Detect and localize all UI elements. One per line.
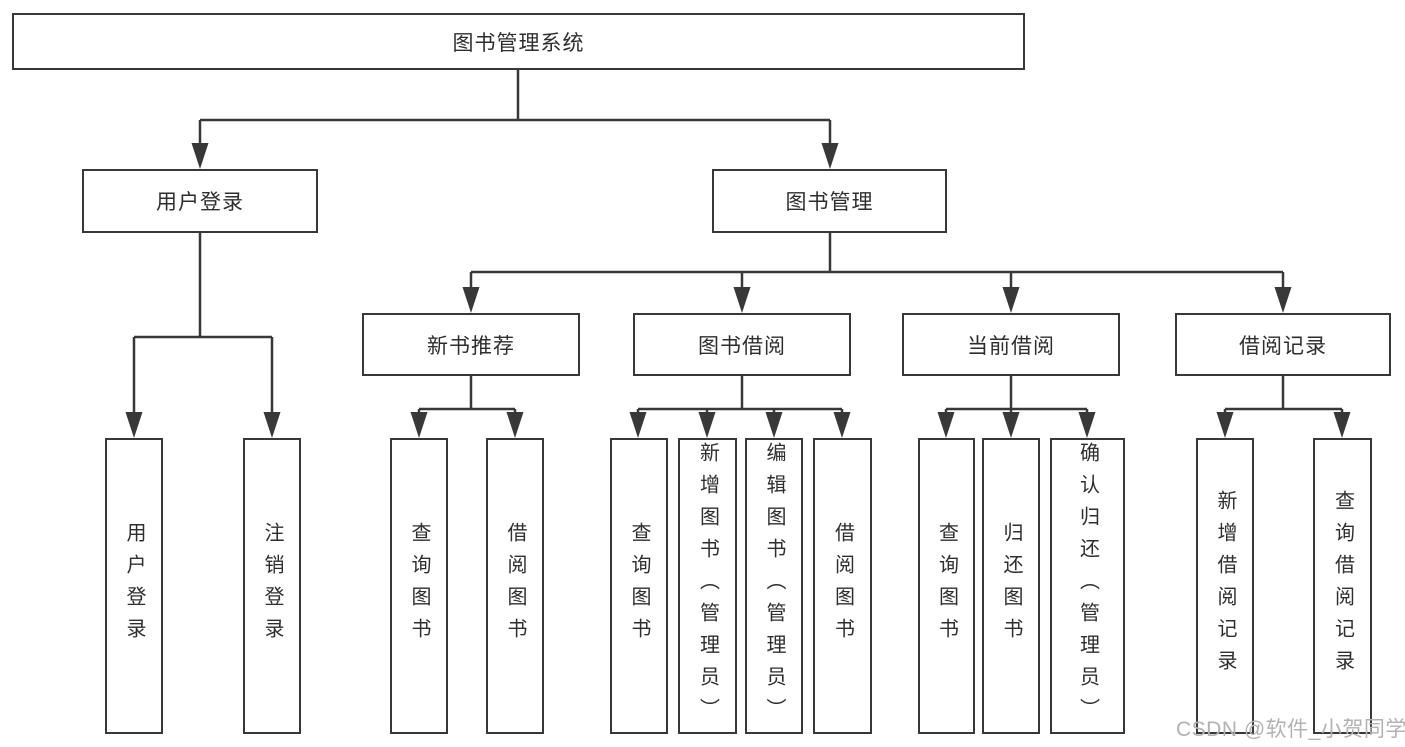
node-borrow-records: 借阅记录 (1175, 313, 1391, 376)
leaf-user-login: 用户登录 (105, 438, 163, 734)
node-label: 注销登录 (261, 522, 283, 650)
node-label: 查询图书 (408, 522, 430, 650)
node-label: 查询图书 (935, 522, 958, 650)
leaf-query-borrow-record: 查询借阅记录 (1313, 438, 1372, 734)
leaf-logout: 注销登录 (243, 438, 301, 734)
node-label: 当前借阅 (967, 334, 1055, 358)
leaf-query-books-current: 查询图书 (918, 438, 975, 734)
node-label: 查询借阅记录 (1331, 490, 1354, 682)
node-label: 图书借阅 (698, 334, 786, 358)
node-label: 新增图书（管理员） (696, 442, 719, 730)
node-label: 图书管理 (785, 191, 874, 214)
leaf-return-book: 归还图书 (982, 438, 1040, 734)
leaf-add-borrow-record: 新增借阅记录 (1196, 438, 1254, 734)
leaf-query-books-borrow: 查询图书 (610, 438, 668, 734)
arrowheads (125, 143, 1351, 438)
node-label: 新增借阅记录 (1214, 490, 1236, 682)
node-label: 归还图书 (1000, 522, 1022, 650)
node-library-management-system: 图书管理系统 (12, 13, 1025, 70)
node-label: 用户登录 (123, 522, 145, 650)
node-user-login: 用户登录 (82, 169, 318, 233)
node-label: 确认归还（管理员） (1076, 442, 1099, 730)
node-label: 用户登录 (156, 191, 244, 214)
node-label: 图书管理系统 (452, 31, 585, 55)
leaf-borrow-books-recommend: 借阅图书 (486, 438, 544, 734)
node-label: 编辑图书（管理员） (763, 442, 785, 730)
node-book-management: 图书管理 (712, 169, 947, 233)
node-label: 借阅记录 (1239, 334, 1327, 358)
leaf-edit-book-admin: 编辑图书（管理员） (745, 438, 803, 734)
csdn-watermark: CSDN @软件_小贺同学 (1176, 718, 1405, 741)
node-label: 新书推荐 (427, 334, 515, 358)
node-label: 查询图书 (628, 522, 650, 650)
node-label: 借阅图书 (504, 522, 526, 650)
node-new-book-recommend: 新书推荐 (362, 313, 580, 376)
node-current-borrow: 当前借阅 (902, 313, 1120, 376)
node-label: 借阅图书 (831, 522, 854, 650)
leaf-borrow-books: 借阅图书 (813, 438, 872, 734)
leaf-add-book-admin: 新增图书（管理员） (678, 438, 737, 734)
leaf-confirm-return-admin: 确认归还（管理员） (1050, 438, 1125, 734)
node-book-borrow: 图书借阅 (633, 313, 851, 376)
leaf-query-books-recommend: 查询图书 (390, 438, 448, 734)
